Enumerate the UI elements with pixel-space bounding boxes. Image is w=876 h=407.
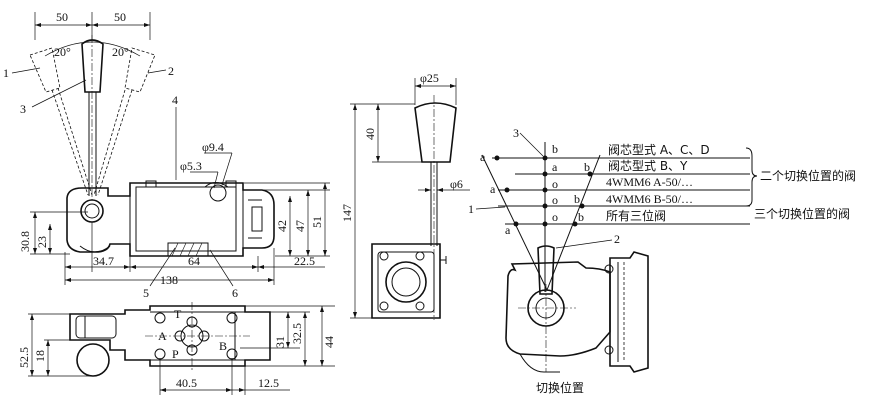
port-T: T: [174, 307, 182, 321]
callout-1-switch: 1: [468, 202, 474, 216]
angle-20-right: 20°: [112, 45, 129, 59]
lever-center: [81, 39, 104, 196]
dim-42: 42: [275, 220, 289, 232]
group-two-position: 二个切换位置的阀: [760, 168, 856, 183]
lever-right-position: [93, 47, 156, 196]
dim-64: 64: [188, 254, 200, 268]
dim-22-5: 22.5: [294, 254, 315, 268]
dim-31: 31: [273, 336, 287, 348]
callout-2: 2: [168, 64, 174, 78]
dim-52-5: 52.5: [17, 347, 31, 368]
row-4wmm6-b: 4WMM6 B-50/…: [606, 192, 693, 206]
caption-switch-position: 切换位置: [536, 380, 584, 395]
row-4wmm6-a: 4WMM6 A-50/…: [606, 175, 693, 189]
label-b-row5: b: [578, 210, 584, 224]
callout-3-switch: 3: [513, 126, 519, 140]
dim-phi-25: φ25: [420, 71, 439, 85]
callout-1: 1: [3, 66, 9, 80]
switch-housing: [505, 245, 649, 373]
dim-50-right: 50: [114, 10, 126, 24]
label-a-row3: a: [490, 182, 496, 196]
dim-138: 138: [160, 273, 178, 287]
callout-6: 6: [232, 286, 238, 300]
label-a-row1: a: [480, 150, 486, 164]
dim-phi-9-4: φ9.4: [202, 140, 224, 154]
dim-phi-5-3: φ5.3: [180, 159, 202, 173]
dim-phi-6: φ6: [450, 177, 463, 191]
dim-47: 47: [293, 220, 307, 232]
row-spool-by: 阀芯型式 B、Y: [608, 159, 688, 173]
label-a-row5: a: [505, 223, 511, 237]
dim-30-8: 30.8: [18, 231, 32, 252]
lever-left-position: [29, 47, 93, 196]
label-o-row3: o: [552, 177, 558, 191]
callout-3: 3: [20, 102, 26, 116]
dim-23: 23: [35, 236, 49, 248]
callout-4: 4: [172, 93, 178, 107]
dim-40-5: 40.5: [176, 376, 197, 390]
port-A: A: [158, 329, 167, 343]
dim-12-5: 12.5: [258, 376, 279, 390]
angle-20-left: 20°: [54, 45, 71, 59]
side-view: φ25 40 147 φ6: [340, 71, 470, 320]
row-spool-acd: 阀芯型式 A、C、D: [608, 143, 710, 157]
switch-position-diagram: 3 a b a b a o o b a o b 1 阀芯型式 A、C、D 阀芯型…: [468, 126, 856, 395]
dim-147: 147: [340, 204, 354, 222]
dim-34-7: 34.7: [93, 254, 114, 268]
group-three-position: 三个切换位置的阀: [754, 206, 850, 221]
callout-5: 5: [143, 286, 149, 300]
port-B: B: [219, 339, 227, 353]
label-o-row5: o: [552, 210, 558, 224]
front-view: 50 50 20° 20° 1 2 3: [3, 10, 330, 300]
dim-18: 18: [33, 350, 47, 362]
dim-32-5: 32.5: [290, 323, 304, 344]
top-view: T A P B 52.5 18 32.5 31 44 40.5 12.5: [17, 302, 336, 395]
dim-40: 40: [363, 128, 377, 140]
dim-50-left: 50: [56, 10, 68, 24]
dim-44: 44: [322, 336, 336, 348]
row-all-three-position: 所有三位阀: [606, 208, 666, 223]
valve-body-front: [66, 180, 275, 257]
label-b-row4: b: [574, 192, 580, 206]
label-b-row1: b: [552, 142, 558, 156]
label-o-row4: o: [552, 193, 558, 207]
position-dots: [494, 155, 593, 227]
dim-51: 51: [310, 216, 324, 228]
label-b-row2: b: [584, 160, 590, 174]
callout-2-switch: 2: [614, 232, 620, 246]
label-a-row2: a: [552, 160, 558, 174]
port-P: P: [172, 347, 179, 361]
